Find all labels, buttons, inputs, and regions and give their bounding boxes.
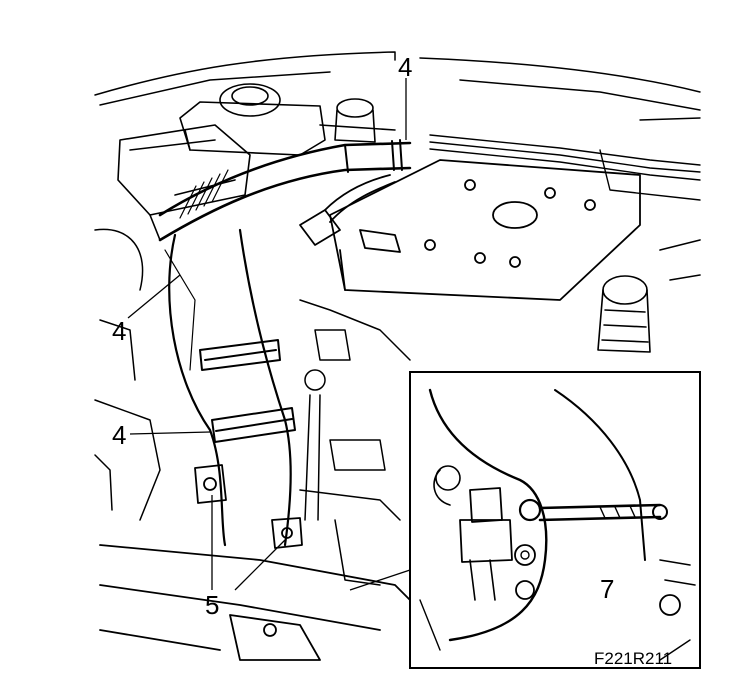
- strut-tower: [597, 239, 701, 353]
- fuel-lines: [429, 117, 701, 201]
- mounting-bracket: [194, 464, 303, 549]
- callout-4-left-upper: 4: [112, 316, 126, 346]
- hood-outline: [94, 51, 701, 111]
- engine-cover: [329, 159, 641, 301]
- left-wing: [94, 228, 161, 521]
- callout-7: 7: [600, 574, 614, 604]
- hose-clamp-top: [344, 139, 403, 173]
- intake-duct: [158, 141, 412, 547]
- air-filter-housing: [117, 124, 251, 241]
- hose-connector: [299, 174, 396, 246]
- callout-5-a: 5: [205, 590, 219, 620]
- brake-fluid-reservoir: [319, 98, 396, 143]
- radiator-support: [99, 544, 411, 661]
- coolant-reservoir: [179, 83, 326, 156]
- callout-4-left-lower: 4: [112, 420, 126, 450]
- figure-reference: F221R211: [594, 649, 672, 668]
- callout-labels: 4 4 4 5 5 7 F221R211: [112, 52, 672, 668]
- callout-5-b: 5: [205, 590, 219, 620]
- lower-engine: [299, 299, 411, 586]
- hose-clamp-upper: [199, 339, 281, 371]
- inset-detail: [409, 371, 701, 669]
- hose-clamp-lower: [211, 407, 296, 443]
- callout-4-top: 4: [398, 52, 412, 82]
